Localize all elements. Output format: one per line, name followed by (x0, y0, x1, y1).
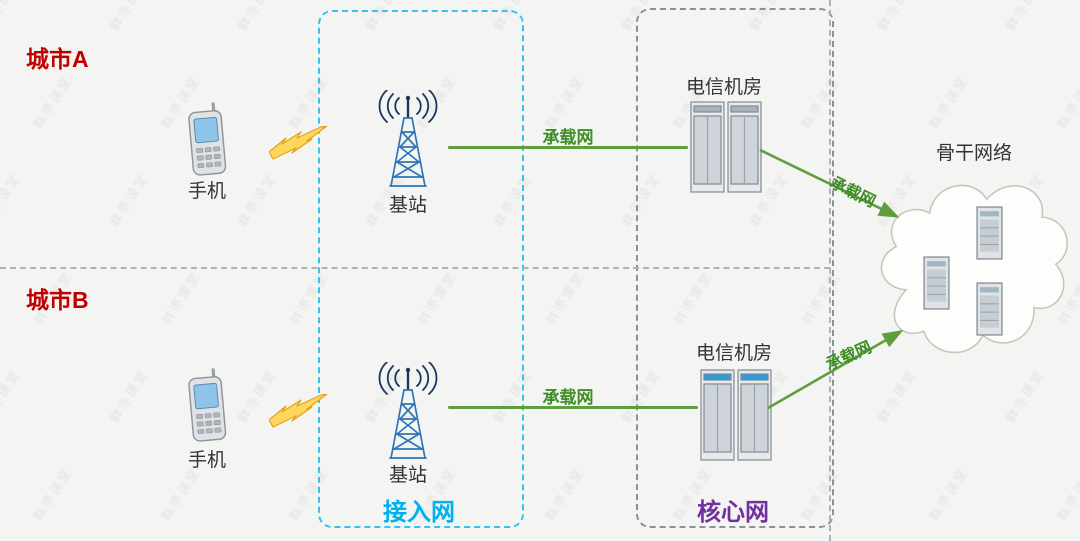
telecom-room-cabinets-icon (698, 364, 774, 464)
lightning-wireless-icon (268, 126, 330, 160)
watermark-text: 鲜枣课堂 (30, 464, 76, 524)
watermark-text: 鲜枣课堂 (30, 72, 76, 132)
watermark-text: 鲜枣课堂 (926, 72, 972, 132)
access-network-label: 接入网 (383, 499, 455, 526)
city-a-label: 城市A (26, 46, 89, 72)
mobile-phone-icon (181, 366, 233, 446)
watermark-text: 鲜枣课堂 (234, 0, 280, 34)
watermark-text: 鲜枣课堂 (158, 464, 204, 524)
bearer-arrow-a (759, 148, 900, 218)
telecom-room-a-label: 电信机房 (685, 77, 762, 98)
watermark-text: 鲜枣课堂 (542, 464, 588, 524)
mobile-phone-icon (181, 100, 233, 180)
watermark-text: 鲜枣课堂 (106, 170, 152, 230)
access-network-boundary (318, 10, 524, 528)
watermark-text: 鲜枣课堂 (1054, 464, 1080, 524)
bearer-link-line-a (448, 146, 688, 149)
watermark-text: 鲜枣课堂 (158, 268, 204, 328)
station-b-label: 基站 (388, 465, 427, 486)
watermark-text: 鲜枣课堂 (234, 170, 280, 230)
telecom-room-b-label: 电信机房 (695, 343, 772, 364)
backbone-network-label: 骨干网络 (935, 143, 1012, 164)
bearer-arrow-b (767, 330, 904, 410)
watermark-text: 鲜枣课堂 (0, 366, 24, 426)
core-network-label: 核心网 (697, 499, 769, 526)
bearer-link-line-b (448, 406, 698, 409)
phone-a-label: 手机 (187, 181, 226, 202)
watermark-text: 鲜枣课堂 (0, 170, 24, 230)
watermark-text: 鲜枣课堂 (106, 0, 152, 34)
bearer-label-b: 承载网 (542, 388, 594, 407)
base-station-tower-icon (366, 90, 450, 188)
bearer-label-a: 承载网 (542, 128, 594, 147)
watermark-text: 鲜枣课堂 (106, 366, 152, 426)
city-b-label: 城市B (26, 287, 89, 313)
watermark-text: 鲜枣课堂 (1002, 0, 1048, 34)
base-station-tower-icon (366, 362, 450, 460)
lightning-wireless-icon (268, 394, 330, 428)
city-divider-line (0, 267, 830, 269)
watermark-text: 鲜枣课堂 (874, 0, 920, 34)
watermark-text: 鲜枣课堂 (926, 464, 972, 524)
phone-b-label: 手机 (187, 450, 226, 471)
backbone-server-icon (976, 206, 1003, 260)
backbone-server-icon (976, 282, 1003, 336)
station-a-label: 基站 (388, 195, 427, 216)
watermark-text: 鲜枣课堂 (1054, 72, 1080, 132)
right-divider-line (829, 0, 831, 541)
watermark-text: 鲜枣课堂 (542, 268, 588, 328)
backbone-cloud (880, 184, 1069, 354)
watermark-text: 鲜枣课堂 (0, 0, 24, 34)
backbone-server-icon (923, 256, 950, 310)
